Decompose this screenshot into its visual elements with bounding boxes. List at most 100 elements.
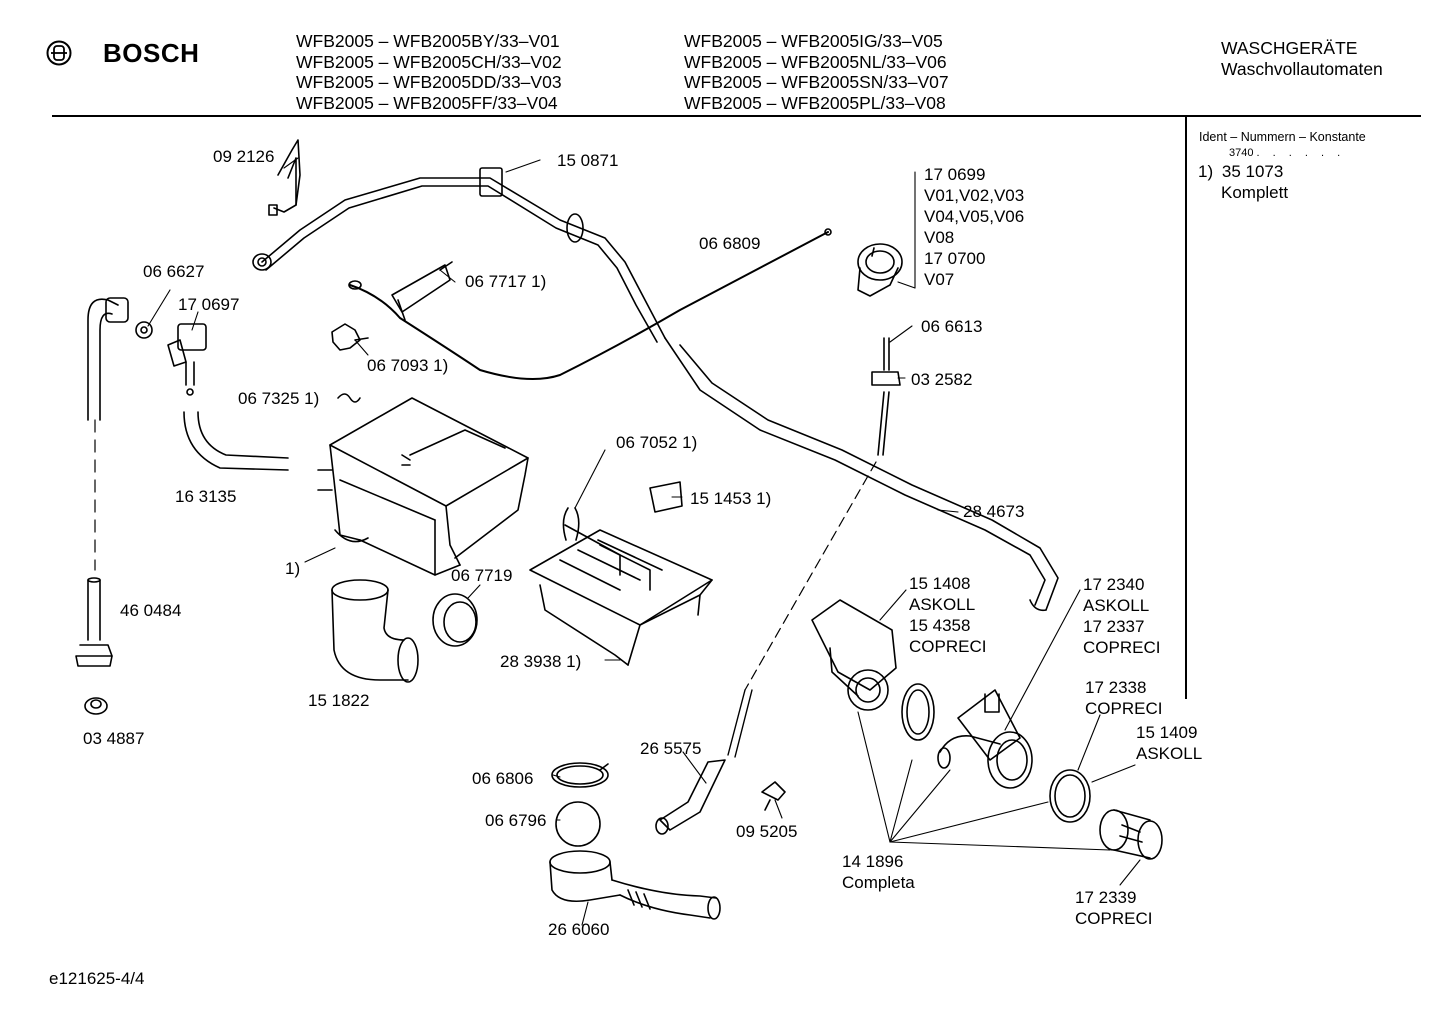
label-151409-block: 15 1409 ASKOLL — [1136, 722, 1202, 764]
label-line: 17 2337 — [1083, 617, 1145, 636]
label-151408-block: 15 1408 ASKOLL 15 4358 COPRECI — [909, 573, 986, 657]
label-092126: 09 2126 — [213, 147, 275, 166]
label-line: Completa — [842, 873, 915, 892]
model-line: WFB2005 – WFB2005CH/33–V02 — [296, 51, 562, 72]
label-066809: 06 6809 — [699, 234, 761, 253]
cover-151453 — [649, 481, 683, 513]
ball-066796 — [555, 801, 601, 847]
label-line: V08 — [924, 228, 955, 247]
label-line: COPRECI — [1075, 909, 1153, 928]
label-line: COPRECI — [1085, 699, 1163, 718]
ident-note-text: Komplett — [1221, 183, 1289, 202]
clip-067052 — [562, 507, 580, 541]
spring-067325 — [337, 393, 361, 403]
pump-housing-172340 — [937, 689, 1033, 789]
label-067325: 06 7325 1) — [238, 389, 320, 408]
label-460484: 46 0484 — [120, 601, 182, 620]
hose-284673 — [664, 337, 1059, 612]
model-line: WFB2005 – WFB2005IG/33–V05 — [684, 31, 943, 51]
cap-034887 — [84, 697, 108, 715]
ident-panel-title: Ident – Nummern – Konstante — [1199, 130, 1366, 144]
model-line: WFB2005 – WFB2005SN/33–V07 — [684, 72, 949, 92]
label-170699-block: 17 0699 V01,V02,V03 V04,V05,V06 V08 17 0… — [924, 164, 1024, 290]
label-line: V04,V05,V06 — [924, 207, 1025, 226]
label-067717: 06 7717 1) — [465, 272, 547, 291]
label-170697: 17 0697 — [178, 295, 240, 314]
model-line: WFB2005 – WFB2005FF/33–V04 — [296, 92, 558, 113]
label-032582: 03 2582 — [911, 370, 973, 389]
category-subtitle: Waschvollautomaten — [1221, 58, 1383, 79]
model-line: WFB2005 – WFB2005PL/33–V08 — [684, 92, 946, 113]
clamp-066806 — [551, 762, 609, 788]
label-1-marker: 1) — [285, 559, 301, 578]
model-list-col1: WFB2005 – WFB2005BY/33–V01 WFB2005 – WFB… — [296, 31, 562, 113]
label-284673: 28 4673 — [963, 502, 1025, 521]
label-067719: 06 7719 — [451, 566, 513, 585]
label-151453: 15 1453 1) — [690, 489, 772, 508]
model-line: WFB2005 – WFB2005NL/33–V06 — [684, 51, 947, 72]
document-id: e121625-4/4 — [49, 969, 145, 988]
label-283938: 28 3938 1) — [500, 652, 582, 671]
label-line: ASKOLL — [909, 595, 976, 614]
label-line: COPRECI — [1083, 638, 1161, 657]
label-line: 17 2338 — [1085, 678, 1147, 697]
label-line: COPRECI — [909, 637, 987, 656]
label-line: ASKOLL — [1136, 744, 1203, 763]
dispenser-housing — [317, 397, 529, 576]
label-095205: 09 5205 — [736, 822, 798, 841]
label-172339-block: 17 2339 COPRECI — [1075, 887, 1152, 929]
model-line: WFB2005 – WFB2005DD/33–V03 — [296, 72, 562, 92]
label-066627: 06 6627 — [143, 262, 205, 281]
label-067093: 06 7093 1) — [367, 356, 449, 375]
label-line: ASKOLL — [1083, 596, 1150, 615]
label-line: 17 2339 — [1075, 888, 1137, 907]
label-line: V01,V02,V03 — [924, 186, 1025, 205]
wire-066809 — [348, 228, 832, 380]
hose-163135 — [183, 411, 289, 471]
model-line: WFB2005 – WFB2005BY/33–V01 — [296, 31, 560, 51]
ident-constant-value: 3740 — [1229, 147, 1254, 159]
ident-panel-divider — [1185, 117, 1187, 699]
label-line: 17 2340 — [1083, 575, 1145, 594]
model-list-col2: WFB2005 – WFB2005IG/33–V05 WFB2005 – WFB… — [684, 31, 949, 113]
label-163135: 16 3135 — [175, 487, 237, 506]
label-line: 17 0700 — [924, 249, 986, 268]
category-title: WASCHGERÄTE — [1221, 38, 1358, 58]
label-line: 15 1408 — [909, 574, 971, 593]
pressure-tube-066613 — [871, 337, 901, 456]
label-line: 15 1409 — [1136, 723, 1198, 742]
bellow-067719 — [432, 593, 478, 647]
label-066806: 06 6806 — [472, 769, 534, 788]
brand-name: BOSCH — [103, 38, 200, 68]
bracket-067717 — [391, 261, 453, 321]
fitting-460484 — [75, 577, 113, 667]
label-151822: 15 1822 — [308, 691, 370, 710]
hose-265575 — [655, 689, 753, 835]
filter-172339 — [1099, 809, 1163, 860]
drawer-283938 — [529, 524, 713, 666]
label-172338-block: 17 2338 COPRECI — [1085, 677, 1162, 719]
label-141896-block: 14 1896 Completa — [842, 851, 915, 893]
ident-constant: 3740 . . . . . . — [1229, 146, 1345, 161]
header-divider — [52, 115, 1421, 117]
clip-067093 — [331, 323, 369, 351]
hose-150871 — [252, 167, 666, 343]
ident-note: 1) 35 1073 — [1198, 161, 1283, 182]
bosch-logo-icon — [46, 40, 72, 66]
label-line: V07 — [924, 270, 955, 289]
ident-constant-dots: . . . . . . — [1256, 147, 1346, 159]
label-066613: 06 6613 — [921, 317, 983, 336]
gasket-172338 — [1049, 769, 1091, 823]
label-066796: 06 6796 — [485, 811, 547, 830]
elbow-151822 — [331, 579, 419, 683]
hose-clip-092126 — [268, 139, 301, 216]
label-266060: 26 6060 — [548, 920, 610, 939]
label-line: 14 1896 — [842, 852, 904, 871]
part-095205 — [761, 781, 786, 811]
label-150871: 15 0871 — [557, 151, 619, 170]
pump-151408 — [811, 599, 935, 741]
label-265575: 26 5575 — [640, 739, 702, 758]
ident-note-number: 35 1073 — [1221, 162, 1284, 181]
valve-170697 — [167, 323, 207, 396]
